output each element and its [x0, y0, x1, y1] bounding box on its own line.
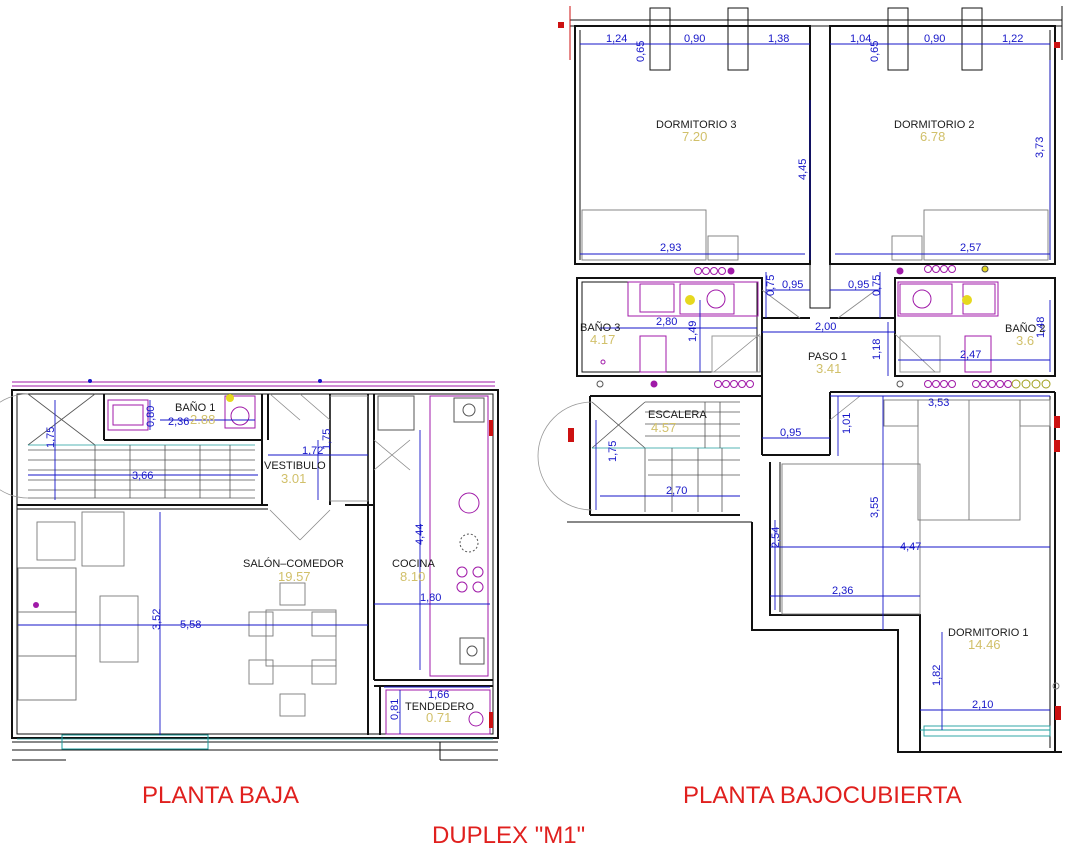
dim-label: 3,53 — [928, 397, 949, 409]
escalera-area: 4.57 — [651, 420, 676, 435]
dim-label: 1,66 — [428, 689, 449, 701]
bano3-area: 4.17 — [590, 332, 615, 347]
dim-label: 1,80 — [420, 592, 441, 604]
bano3-name: BAÑO 3 — [580, 321, 620, 334]
dim-label: 0,81 — [389, 699, 401, 720]
dim-label: 1,48 — [1035, 317, 1047, 338]
dim-label: 0,95 — [782, 279, 803, 291]
attic-staircase — [537, 401, 740, 512]
dim-label: 1,22 — [1002, 33, 1023, 45]
dim-label: 1,75 — [607, 441, 619, 462]
dim-label: 2,47 — [960, 349, 981, 361]
attic-upper-walls — [574, 25, 1056, 265]
vestibulo-name: VESTIBULO — [264, 460, 326, 472]
dim-label: 2,36 — [168, 416, 189, 428]
bano2-fixtures — [896, 265, 999, 373]
dim-label: 1,24 — [606, 33, 627, 45]
paso1-name: PASO 1 — [808, 351, 847, 363]
cocina-name: COCINA — [392, 558, 435, 570]
bano2-walls — [894, 277, 1056, 377]
dim-label: 2,54 — [770, 527, 782, 548]
ground-dimension-lines — [18, 400, 490, 735]
dim-label: 0,90 — [924, 33, 945, 45]
dim-label: 2,57 — [960, 242, 981, 254]
bano2-name: BAÑO 2 — [1005, 322, 1045, 335]
dim-label: 2,80 — [656, 316, 677, 328]
ground-bottom-sill — [12, 734, 498, 761]
attic-fixture-circles — [596, 265, 1051, 389]
bano1-name: BAÑO 1 — [175, 401, 215, 414]
dim-label: 4,47 — [900, 541, 921, 553]
paso1-area: 3.41 — [816, 361, 841, 376]
dim-label: 2,70 — [666, 485, 687, 497]
dim-label: 0,90 — [684, 33, 705, 45]
salon-furniture — [17, 511, 337, 717]
attic-bedroom-furniture — [581, 209, 1049, 261]
attic-doors — [713, 289, 936, 421]
dim-label: 5,58 — [180, 619, 201, 631]
dim-label: 0,95 — [780, 427, 801, 439]
ground-staircase — [0, 393, 255, 499]
dim-label: 4,45 — [797, 159, 809, 180]
dim-label: 1,82 — [931, 665, 943, 686]
dorm1-name: DORMITORIO 1 — [948, 627, 1028, 639]
cocina-area: 8.10 — [400, 569, 425, 584]
caption-ground-floor: PLANTA BAJA — [142, 782, 299, 809]
salon-name: SALÓN–COMEDOR — [243, 557, 344, 570]
dim-label: 0,75 — [765, 275, 777, 296]
dim-label: 1,18 — [871, 339, 883, 360]
attic-markers — [558, 22, 1061, 720]
dim-label: 0,80 — [145, 406, 157, 427]
ground-floor-plan — [0, 379, 499, 761]
dim-label: 3,55 — [869, 497, 881, 518]
salon-area: 19.57 — [278, 569, 311, 584]
dim-label: 2,10 — [972, 699, 993, 711]
dim-label: 1,72 — [302, 445, 323, 457]
dim-label: 3,52 — [151, 609, 163, 630]
bano3-fixtures — [600, 267, 761, 373]
dim-label: 1,75 — [321, 429, 333, 450]
attic-floor-plan — [537, 6, 1063, 753]
dim-label: 2,36 — [832, 585, 853, 597]
dim-label: 0,65 — [635, 41, 647, 62]
dim-label: 1,49 — [687, 321, 699, 342]
dim-label: 4,44 — [414, 524, 426, 545]
ground-roof-edge — [12, 379, 495, 387]
bano2-area: 3.6 — [1016, 333, 1034, 348]
dorm2-area: 6.78 — [920, 129, 945, 144]
dim-label: 1,04 — [850, 33, 871, 45]
tendedero-name: TENDEDERO — [405, 701, 475, 713]
ground-markers — [489, 420, 493, 728]
dim-label: 3,73 — [1034, 137, 1046, 158]
attic-corridor-walls — [567, 317, 1055, 523]
dorm1-furniture — [781, 399, 1060, 737]
dim-label: 0,95 — [848, 279, 869, 291]
escalera-name: ESCALERA — [648, 409, 707, 421]
ground-doors — [269, 393, 411, 541]
tendedero-area: 0.71 — [426, 710, 451, 725]
bano1-fixtures — [107, 394, 256, 431]
dim-label: 2,00 — [815, 321, 836, 333]
cocina-fixtures — [377, 395, 489, 677]
dorm3-area: 7.20 — [682, 129, 707, 144]
dorm3-name: DORMITORIO 3 — [656, 119, 736, 131]
dim-label: 1,38 — [768, 33, 789, 45]
dim-label: 1,01 — [841, 413, 853, 434]
dim-label: 2,93 — [660, 242, 681, 254]
attic-dimension-lines — [580, 43, 1051, 730]
dim-label: 3,66 — [132, 470, 153, 482]
vestibulo-area: 3.01 — [281, 471, 306, 486]
dim-label: 1,75 — [45, 427, 57, 448]
dorm1-walls — [751, 392, 1062, 753]
dorm1-area: 14.46 — [968, 637, 1001, 652]
dim-label: 0,65 — [869, 41, 881, 62]
dim-label: 0,75 — [871, 275, 883, 296]
dorm2-name: DORMITORIO 2 — [894, 119, 974, 131]
caption-attic-floor: PLANTA BAJOCUBIERTA — [683, 782, 962, 809]
ground-exterior-walls — [11, 389, 499, 739]
caption-title: DUPLEX "M1" — [432, 822, 586, 849]
bano1-area: 2.88 — [190, 412, 215, 427]
